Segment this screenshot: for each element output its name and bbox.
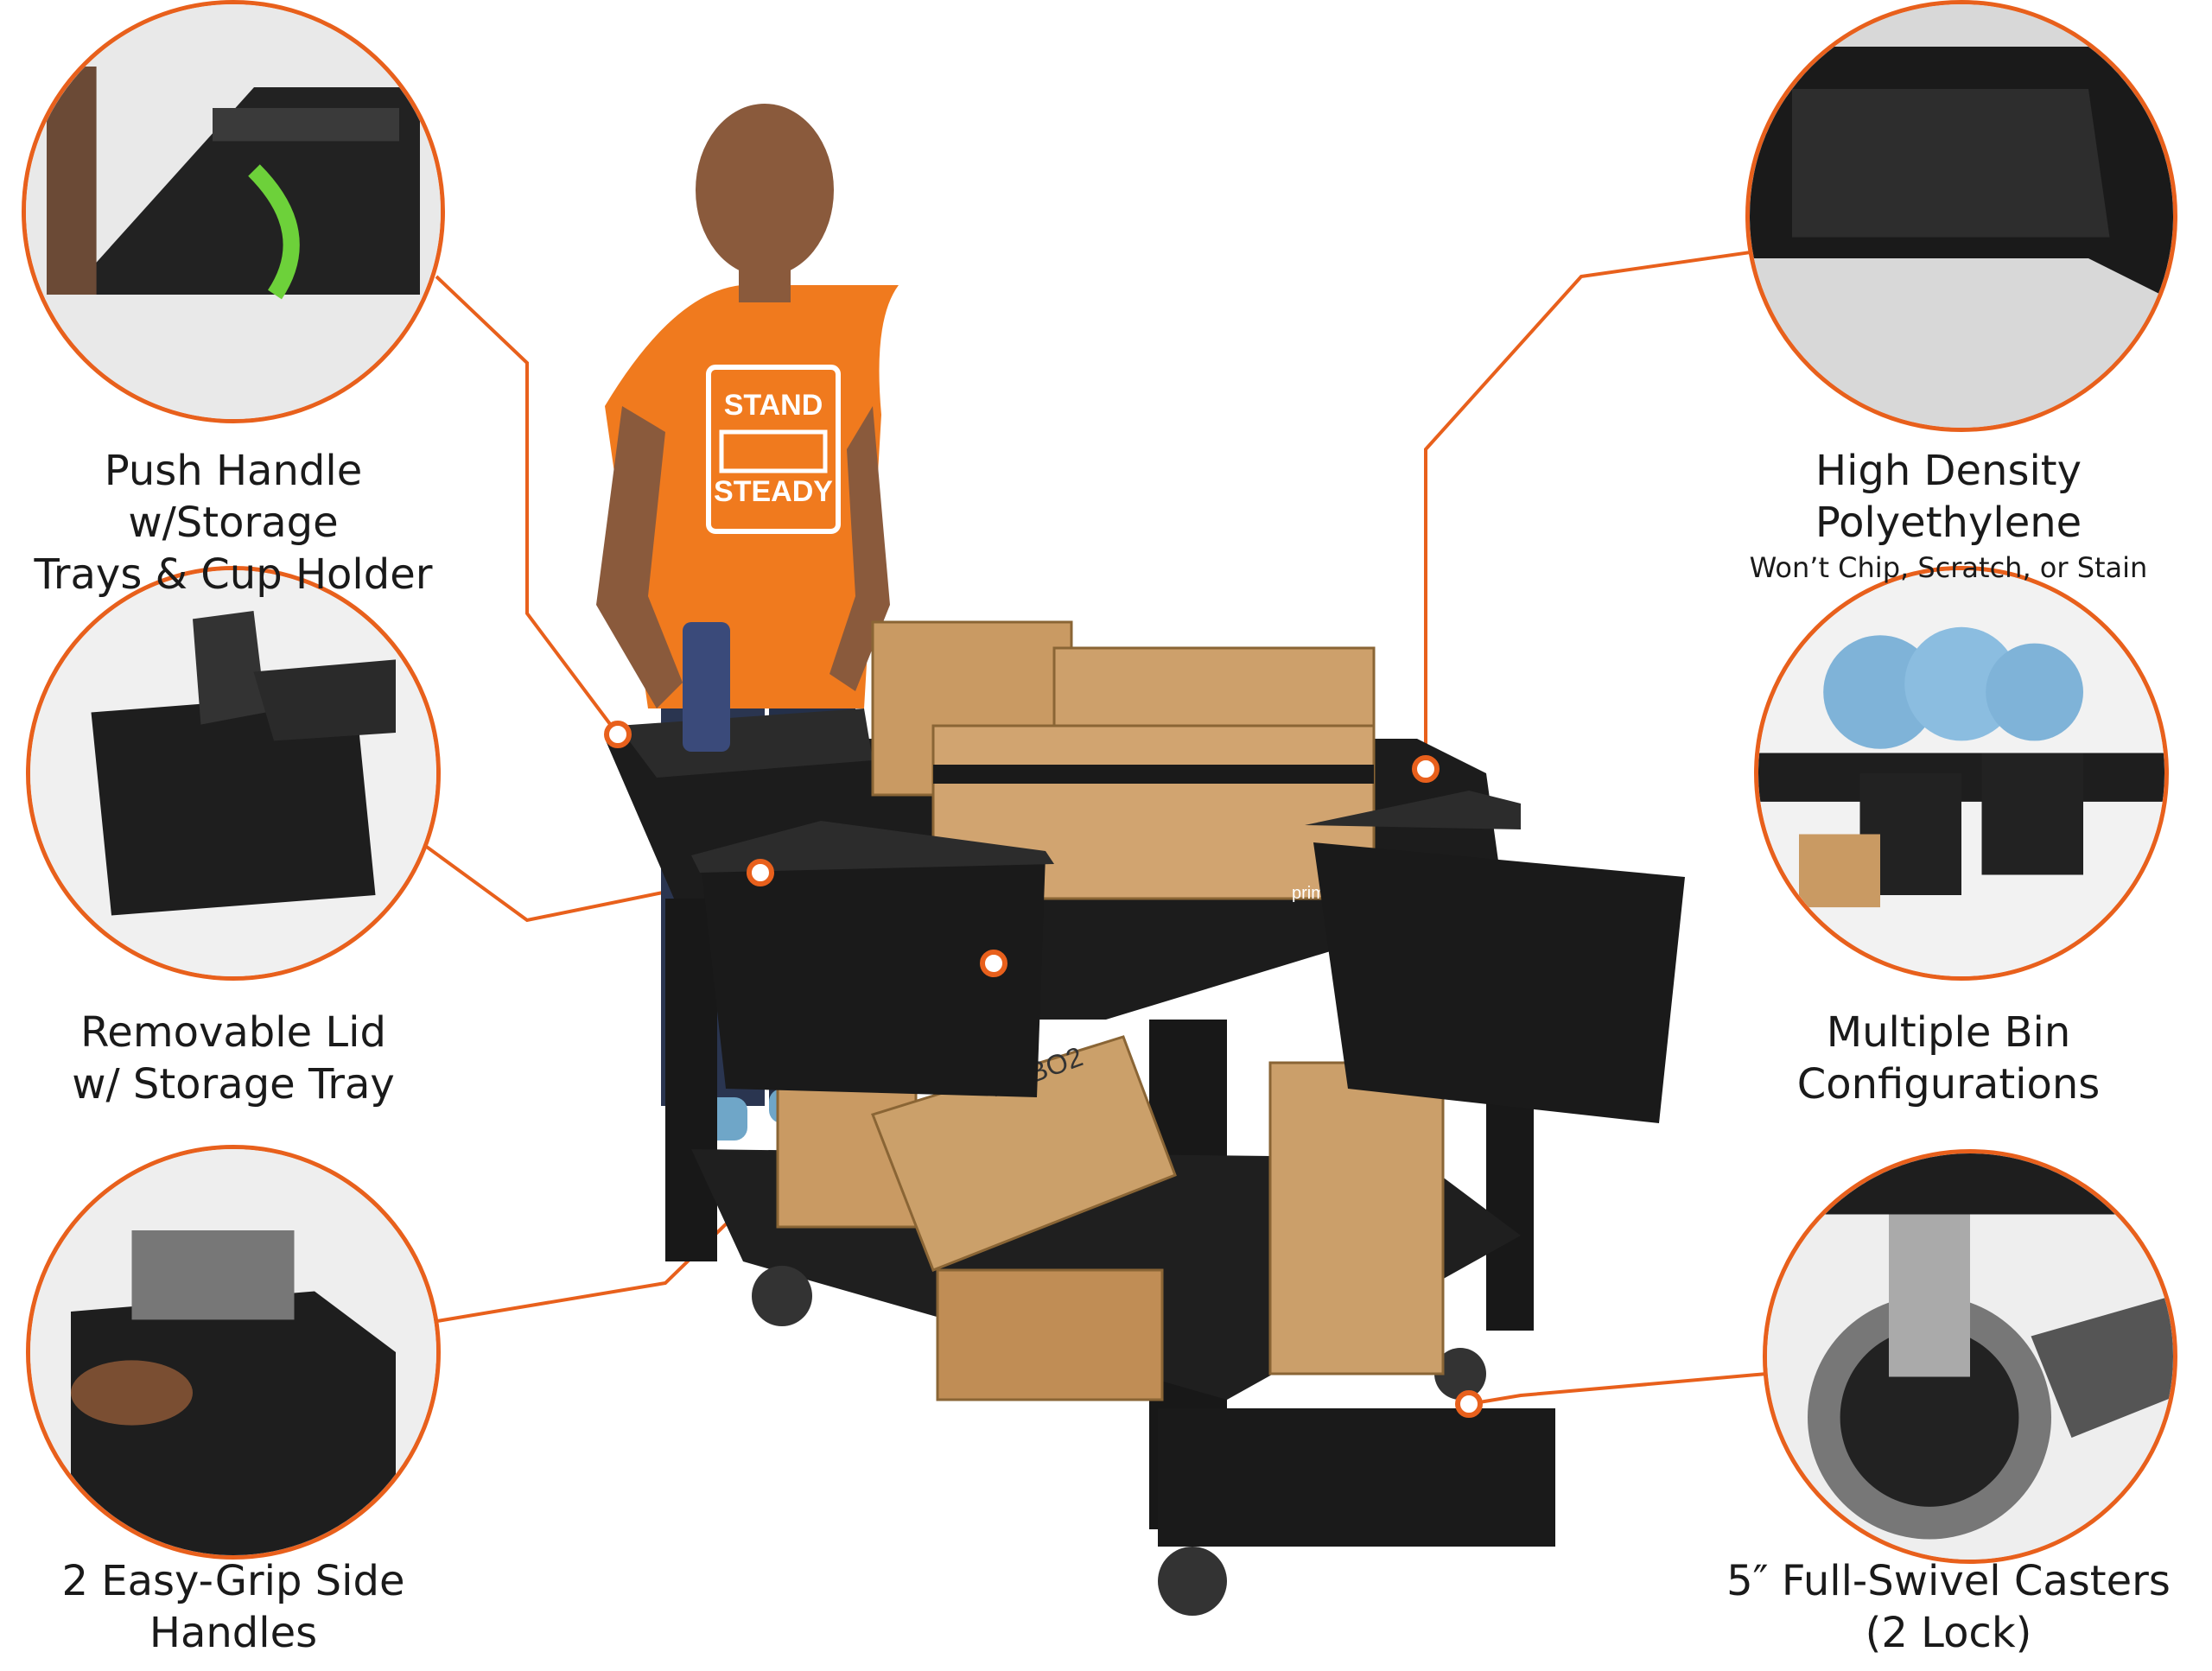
caption-line: w/ Storage Tray	[72, 1060, 395, 1109]
caption-line: (2 Lock)	[1865, 1609, 2032, 1657]
feature-caption-removable-lid: Removable Lid w/ Storage Tray	[0, 1007, 467, 1110]
connector-dots	[604, 721, 1483, 1418]
caption-line: Trays & Cup Holder	[34, 550, 433, 599]
connector-lines	[405, 249, 1768, 1406]
casters-callout	[1763, 1149, 2177, 1564]
right-bin	[1313, 842, 1685, 1123]
attached-bins	[691, 791, 1685, 1123]
bin-configuration-photo-icon	[1758, 570, 2164, 976]
bin-lid-photo-icon	[30, 570, 436, 976]
plastic-tray-photo-icon	[1750, 4, 2173, 428]
feature-caption-polyethylene: High Density Polyethylene Won’t Chip, Sc…	[1685, 445, 2212, 587]
person-head	[696, 104, 834, 276]
shirt-logo	[706, 365, 841, 534]
cardboard-boxes: prime K3 BO2	[776, 620, 1445, 1401]
polyethylene-callout	[1745, 0, 2177, 432]
caster-wheel	[1434, 1348, 1486, 1400]
push-handle	[618, 708, 873, 778]
caption-line: Removable Lid	[80, 1008, 386, 1057]
caption-line: Push Handle w/Storage	[104, 447, 363, 547]
feature-caption-casters: 5″ Full-Swivel Casters (2 Lock)	[1685, 1555, 2212, 1659]
caption-line: 5″ Full-Swivel Casters	[1726, 1557, 2171, 1605]
push-handle-callout	[22, 0, 445, 423]
shirt-text-1: STAND	[724, 389, 823, 422]
caster-wheel-photo-icon	[1767, 1153, 2173, 1560]
feature-caption-bin-configurations: Multiple Bin Configurations	[1685, 1007, 2212, 1110]
caption-subtitle: Won’t Chip, Scratch, or Stain	[1749, 551, 2148, 584]
caster-wheel	[752, 1266, 812, 1326]
caster-wheel	[1158, 1547, 1227, 1616]
caption-line: Multiple Bin Configurations	[1796, 1008, 2101, 1109]
left-bin	[700, 855, 1046, 1097]
push-handle-photo-icon	[26, 4, 441, 419]
side-handles-callout	[26, 1145, 441, 1560]
shirt-text-2: STEADY	[714, 475, 833, 508]
orange-shirt	[605, 284, 899, 708]
drink-tumbler	[683, 622, 730, 752]
removable-lid-callout	[26, 566, 441, 981]
feature-caption-side-handles: 2 Easy-Grip Side Handles	[0, 1555, 467, 1659]
caption-line: 2 Easy-Grip Side Handles	[61, 1557, 405, 1657]
side-handle-photo-icon	[30, 1149, 436, 1555]
caption-line: High Density Polyethylene	[1815, 447, 2082, 547]
bin-configurations-callout	[1754, 566, 2169, 981]
feature-caption-push-handle: Push Handle w/Storage Trays & Cup Holder	[0, 445, 467, 600]
